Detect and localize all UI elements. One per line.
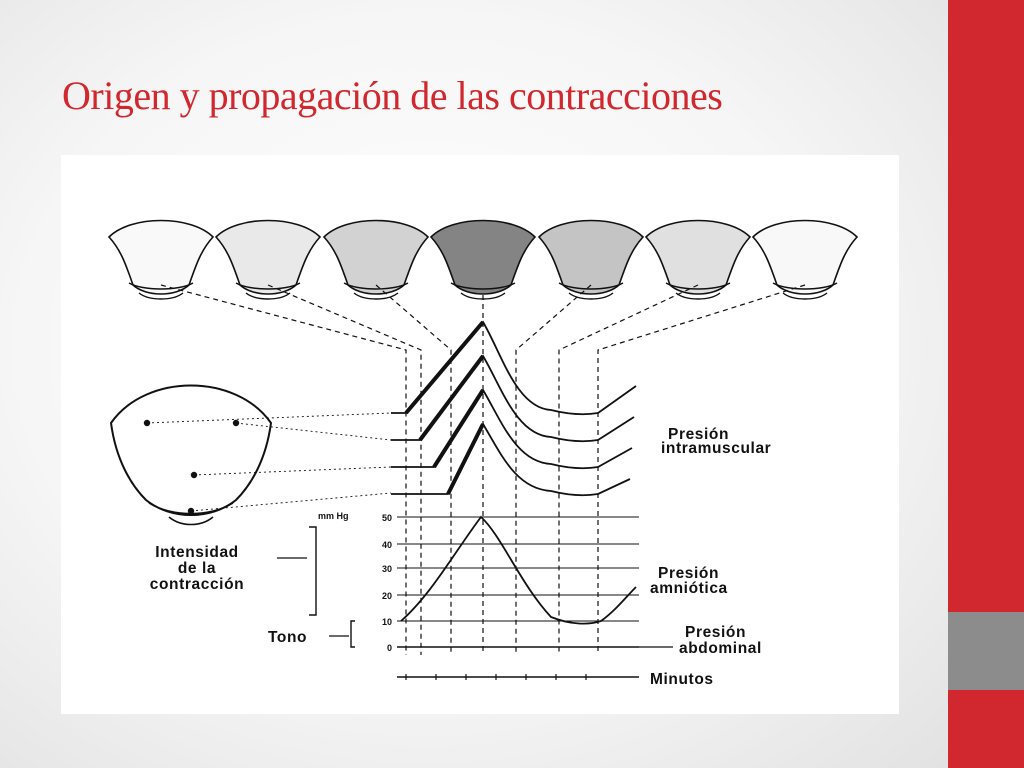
uterus-small-6 [644,219,752,300]
intramuscular-curve-4 [391,422,631,497]
uterus-small-7 [751,219,859,300]
intramuscular-rise-1 [404,320,485,415]
measurement-link-3 [193,466,392,476]
label-presion-abdominal-2: abdominal [679,640,762,657]
label-presion-amniotica-1: Presión [658,565,719,582]
intramuscular-pressure-curves [391,320,637,497]
scale-label-0: 0 [387,643,392,653]
connector-line-3 [375,284,452,655]
scale-label-50: 50 [382,513,392,523]
label-presion-abdominal-1: Presión [685,624,746,641]
uterus-outline [109,384,273,516]
label-presion-intramuscular-2: intramuscular [661,440,771,457]
scale-label-10: 10 [382,617,392,627]
uterus-sequence [107,219,859,300]
measurement-link-2 [235,422,392,441]
connector-lines [160,284,806,655]
measurement-link-1 [146,412,392,424]
connector-line-1 [160,284,407,655]
sidebar-red-bottom [948,690,1024,768]
sidebar-red-top [948,0,1024,612]
label-intensidad-1: Intensidad [155,544,239,561]
label-mm-hg: mm Hg [318,511,349,521]
contraction-propagation-diagram: Presión intramuscular Intensidad de la c… [107,219,859,688]
slide-title: Origen y propagación de las contraccione… [62,73,723,118]
connector-line-7 [597,284,806,655]
connector-line-6 [558,284,699,655]
connector-line-2 [267,284,422,655]
cervix-line-2 [168,516,214,526]
amniotic-curve [400,515,637,625]
label-tono: Tono [268,629,307,646]
scale-label-20: 20 [382,591,392,601]
label-minutos: Minutos [650,671,714,688]
label-intensidad-3: contracción [150,576,244,593]
label-presion-intramuscular-1: Presión [668,426,729,443]
intramuscular-rise-4 [446,423,485,495]
measurement-link-4 [190,492,392,512]
connector-line-5 [515,284,592,655]
label-presion-amniotica-2: amniótica [650,580,728,597]
sidebar-gray-block [948,612,1024,690]
intensity-bracket [309,526,317,616]
scale-label-40: 40 [382,540,392,550]
uterus-small-4 [429,219,537,300]
tono-bracket [350,620,355,648]
uterus-small-2 [214,219,322,300]
scale-label-30: 30 [382,564,392,574]
intramuscular-curve-3 [391,388,633,470]
uterus-small-1 [107,219,215,300]
uterus-cross-section [109,384,392,526]
label-intensidad-2: de la [178,560,216,577]
uterus-small-5 [537,219,645,300]
uterus-small-3 [322,219,430,300]
intramuscular-curve-1 [391,320,637,416]
pressure-grid [277,516,673,680]
intramuscular-curve-2 [391,354,635,443]
intramuscular-rise-2 [418,354,485,442]
intramuscular-rise-3 [432,388,485,469]
figure-panel: Presión intramuscular Intensidad de la c… [61,155,899,714]
amniotic-pressure-curve [400,515,637,625]
